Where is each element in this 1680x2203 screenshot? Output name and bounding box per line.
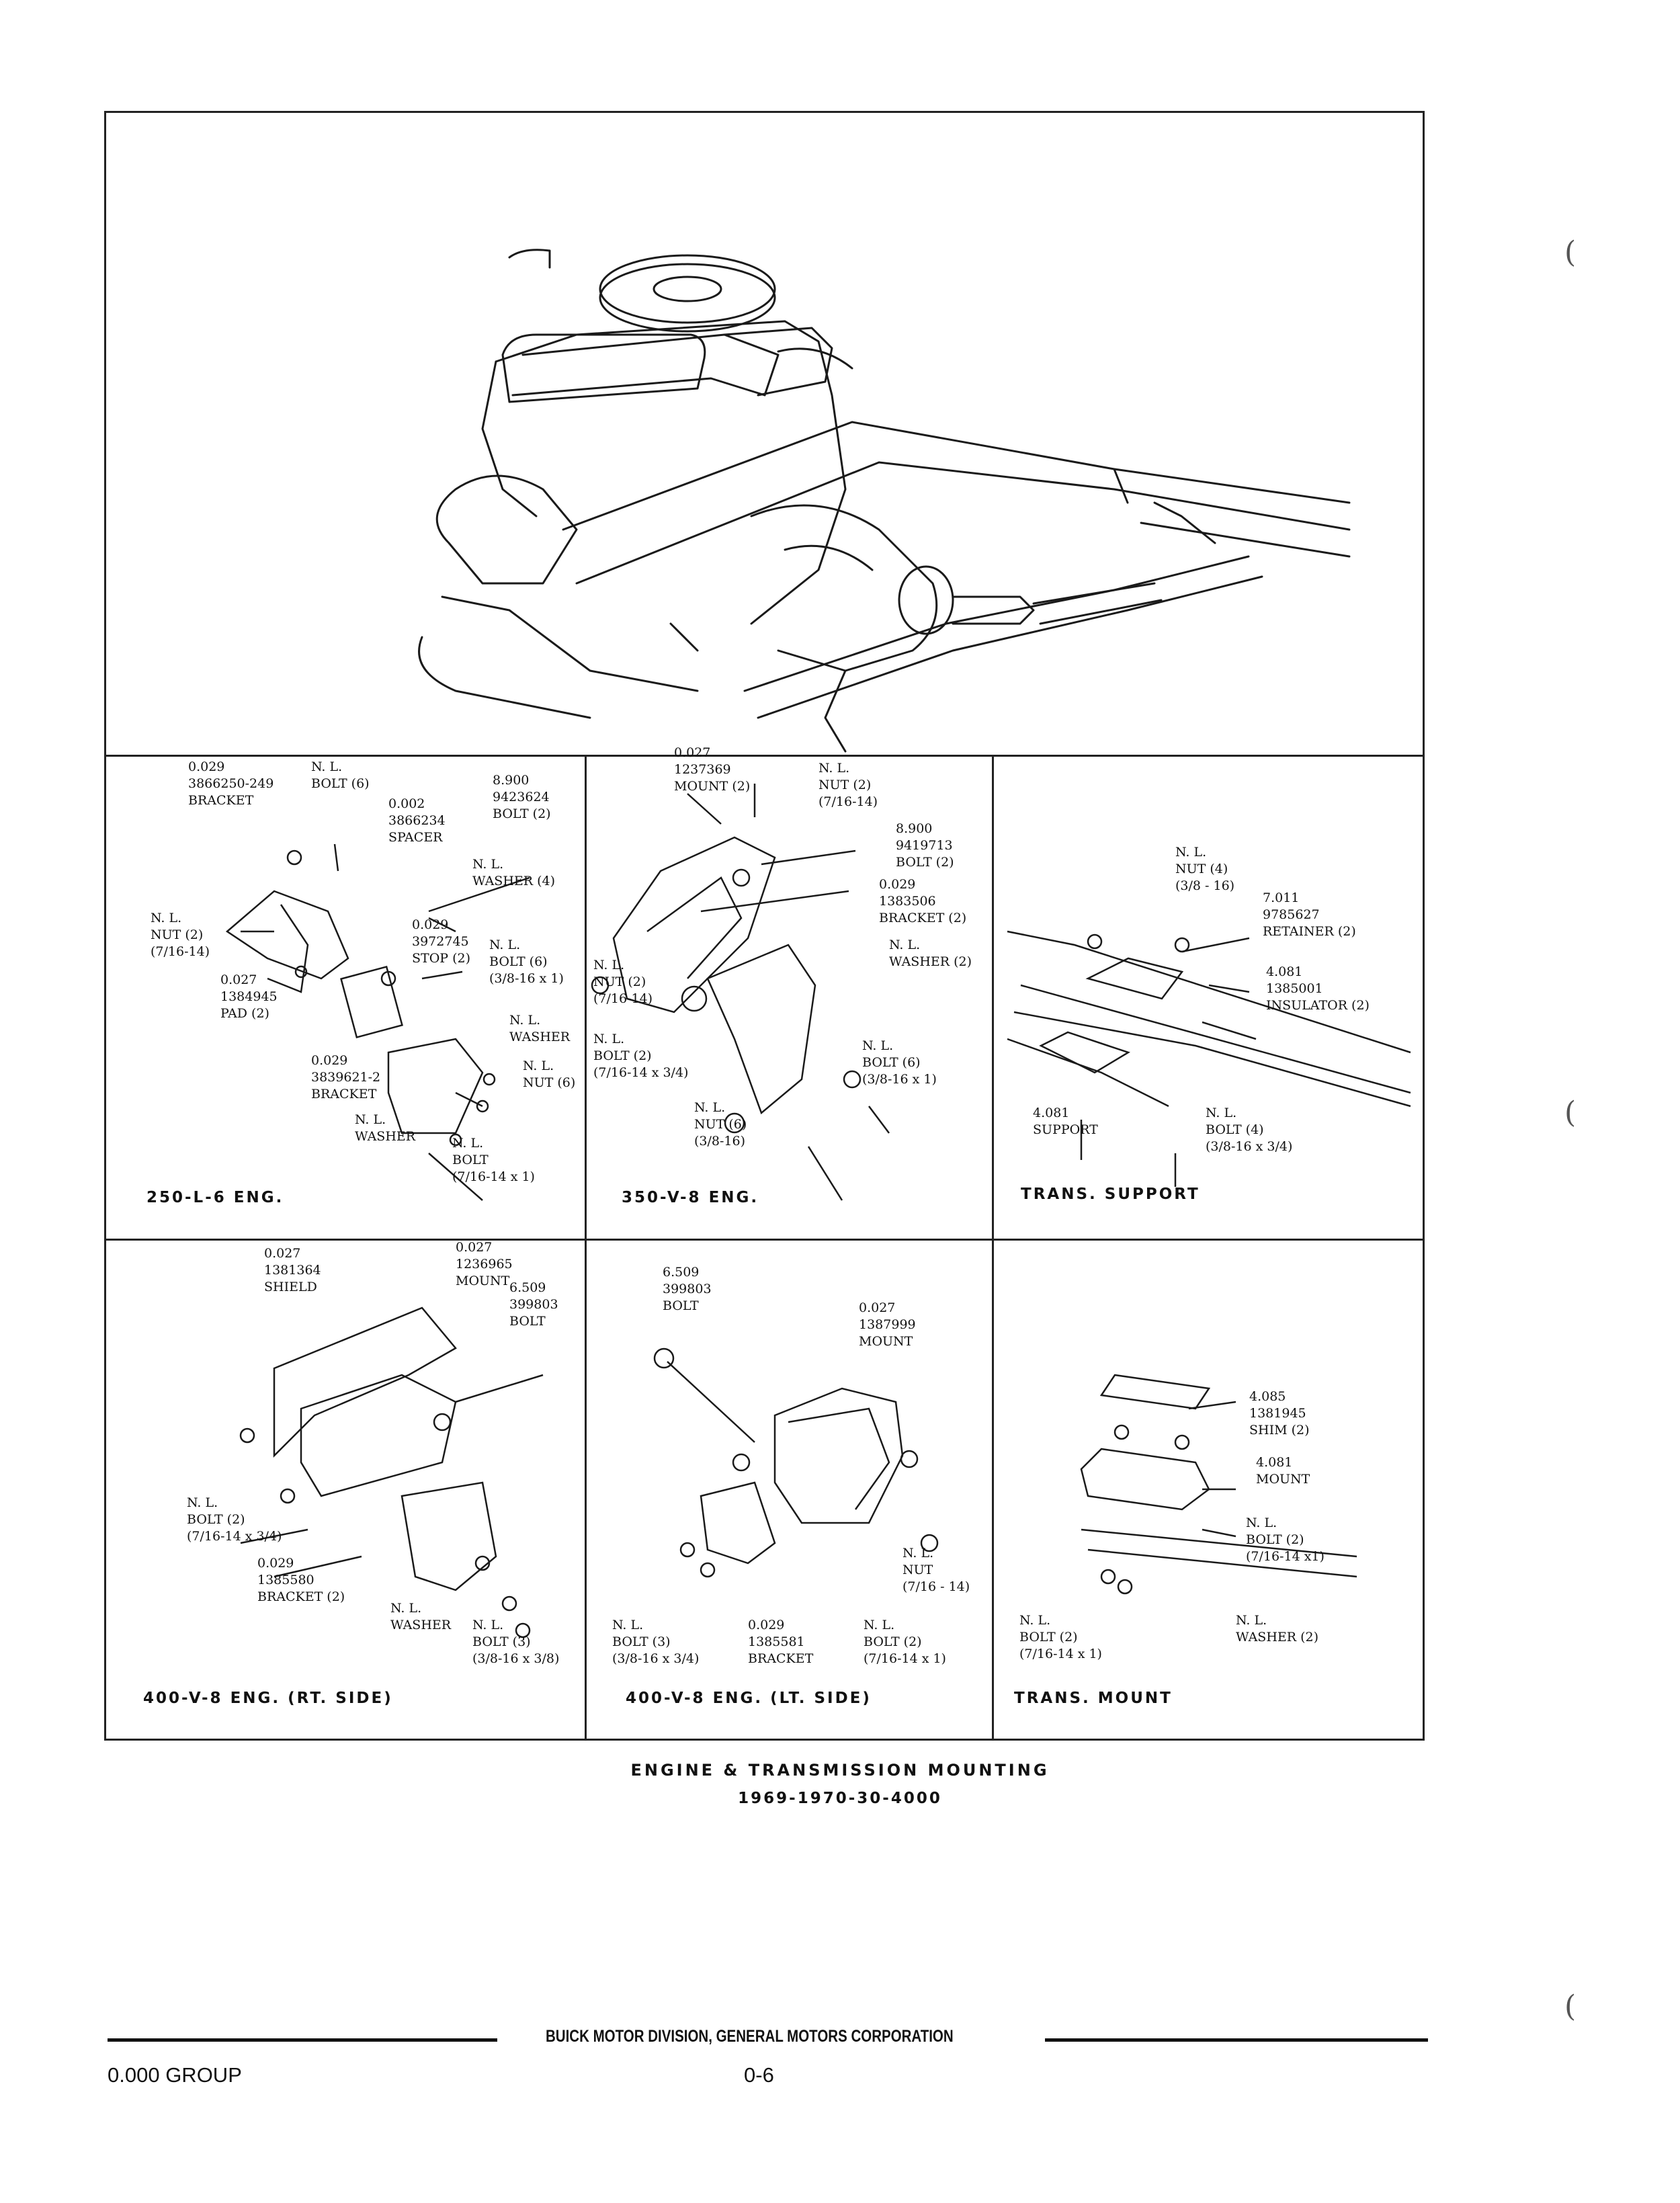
callout: N. L.NUT(7/16 - 14): [902, 1546, 970, 1594]
callout: N. L.BOLT (4)(3/8-16 x 3/4): [1206, 1106, 1293, 1154]
callout: N. L.NUT (6): [523, 1058, 576, 1090]
footer-rule: [108, 2038, 497, 2042]
callout: N. L.BOLT (2)(7/16-14 x 1): [864, 1618, 946, 1666]
figure-code: 1969-1970-30-4000: [738, 1790, 942, 1807]
footer-group: 0.000 GROUP: [108, 2063, 242, 2087]
footer-rule: [1045, 2038, 1428, 2042]
margin-mark: (: [1564, 1095, 1577, 1130]
callout: N. L.WASHER (2): [889, 938, 972, 969]
divider: [992, 755, 994, 1741]
callout: N. L.WASHER (2): [1236, 1613, 1319, 1645]
panel-title: 400-V-8 ENG. (LT. SIDE): [626, 1690, 872, 1707]
callout: N. L.WASHER: [509, 1013, 571, 1044]
callout: N. L.NUT (4)(3/8 - 16): [1175, 845, 1235, 893]
divider: [106, 1239, 1423, 1241]
callout: N. L.BOLT(7/16-14 x 1): [452, 1136, 535, 1184]
callout: N. L.BOLT (2)(7/16-14 x 3/4): [593, 1032, 689, 1080]
callout: N. L.NUT (6)(3/8-16): [694, 1100, 747, 1149]
divider: [585, 755, 587, 1741]
callout: N. L.BOLT (6)(3/8-16 x 1): [862, 1038, 937, 1087]
callout: N. L.BOLT (2)(7/16-14 x1): [1246, 1515, 1325, 1564]
callout: N. L.NUT (2)(7/16-14): [151, 911, 210, 959]
figure-caption: ENGINE & TRANSMISSION MOUNTING: [630, 1761, 1050, 1780]
panel-title: TRANS. MOUNT: [1014, 1690, 1173, 1707]
panel-title: 400-V-8 ENG. (RT. SIDE): [143, 1690, 393, 1707]
panel-title: 350-V-8 ENG.: [622, 1189, 759, 1206]
callout: N. L.BOLT (2)(7/16-14 x 3/4): [187, 1495, 282, 1544]
panel-title: 250-L-6 ENG.: [146, 1189, 284, 1206]
callout: N. L.WASHER: [390, 1601, 452, 1632]
engine-chassis-illustration: [106, 113, 1423, 755]
callout: N. L.BOLT (2)(7/16-14 x 1): [1019, 1613, 1102, 1661]
margin-mark: (: [1564, 235, 1577, 269]
footer-division: BUICK MOTOR DIVISION, GENERAL MOTORS COR…: [546, 2027, 954, 2046]
footer-page-number: 0-6: [744, 2063, 774, 2087]
callout: N. L.NUT (2)(7/16-14): [818, 761, 878, 809]
callout: N. L.BOLT (3)(3/8-16 x 3/8): [472, 1618, 560, 1666]
callout: N. L.WASHER: [355, 1112, 416, 1144]
callout: N. L.WASHER (4): [472, 857, 556, 888]
margin-mark: (: [1564, 1989, 1577, 2024]
callout: N. L.BOLT (6)(3/8-16 x 1): [489, 938, 564, 986]
divider: [106, 755, 1423, 757]
callout: N. L.NUT (2)(7/16-14): [593, 958, 653, 1006]
panel-title: TRANS. SUPPORT: [1021, 1186, 1200, 1203]
callout: N. L.BOLT (3)(3/8-16 x 3/4): [612, 1618, 700, 1666]
callout: N. L.BOLT (6): [311, 759, 370, 791]
